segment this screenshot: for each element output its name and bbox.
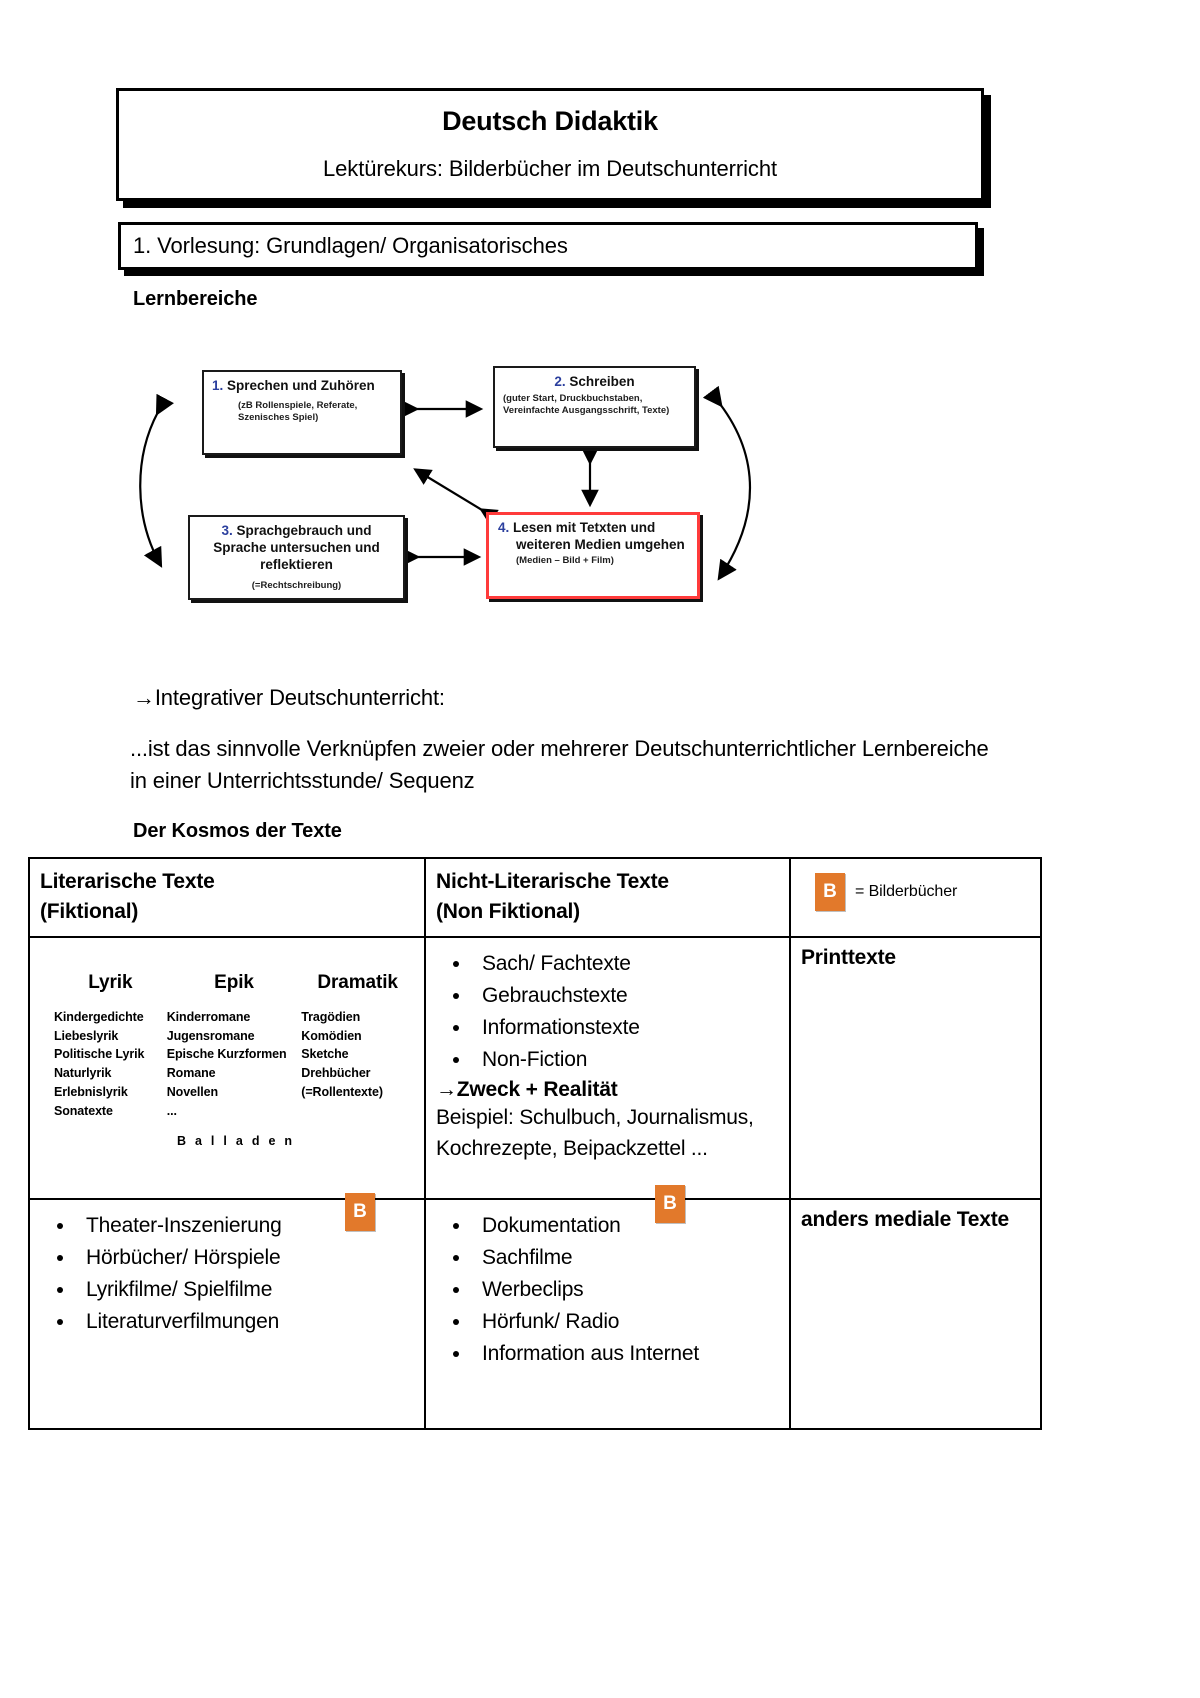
label-anders-mediale-texte: anders mediale Texte bbox=[801, 1207, 1010, 1231]
document-subtitle: Lektürekurs: Bilderbücher im Deutschunte… bbox=[323, 155, 777, 181]
cell-printtexte: Printtexte bbox=[789, 935, 1042, 1200]
genre-title-epik: Epik bbox=[214, 971, 254, 993]
diagram-box-1-title: 1. Sprechen und Zuhören bbox=[212, 378, 392, 395]
badge-bilderbuch-literary: B bbox=[345, 1193, 375, 1231]
section-heading-kosmos: Der Kosmos der Texte bbox=[133, 820, 342, 842]
literary-media-list: Theater-Inszenierung Hörbücher/ Hörspiel… bbox=[40, 1210, 414, 1338]
genre-items-epik: Kinderromane Jugensromane Epische Kurzfo… bbox=[166, 1009, 287, 1118]
kosmos-table: Literarische Texte (Fiktional) Nicht-Lit… bbox=[28, 857, 1042, 1430]
genre-balladen: Balladen bbox=[176, 1134, 302, 1149]
list-item: Lyrikfilme/ Spielfilme bbox=[76, 1274, 414, 1306]
diagram-box-3-title: 3. Sprachgebrauch und Sprache untersuche… bbox=[198, 523, 395, 574]
diagram-arrows bbox=[139, 385, 751, 581]
header-literary-line1: Literarische Texte bbox=[40, 870, 215, 893]
genre-items-dramatik: Tragödien Komödien Sketche Drehbücher (=… bbox=[301, 1009, 383, 1099]
diagram-box-1-number: 1. bbox=[212, 378, 224, 393]
list-item: Werbeclips bbox=[472, 1274, 779, 1306]
list-item: Informationstexte bbox=[472, 1012, 779, 1044]
table-header-row: Literarische Texte (Fiktional) Nicht-Lit… bbox=[28, 857, 1042, 938]
legend-badge-icon: B bbox=[815, 873, 845, 911]
list-item: Literaturverfilmungen bbox=[76, 1306, 414, 1338]
title-box: Deutsch Didaktik Lektürekurs: Bilderbüch… bbox=[116, 88, 984, 202]
lecture-box: 1. Vorlesung: Grundlagen/ Organisatorisc… bbox=[118, 222, 978, 270]
list-item: Hörfunk/ Radio bbox=[472, 1306, 779, 1338]
list-item: Sachfilme bbox=[472, 1242, 779, 1274]
nonfiction-bullet-list: Sach/ Fachtexte Gebrauchstexte Informati… bbox=[436, 948, 779, 1076]
diagram-box-4-title: 4. Lesen mit Tetxten und weiteren Medien… bbox=[496, 520, 690, 554]
header-nonliterary-line1: Nicht-Literarische Texte bbox=[436, 870, 669, 893]
list-item: Hörbücher/ Hörspiele bbox=[76, 1242, 414, 1274]
list-item: Sach/ Fachtexte bbox=[472, 948, 779, 980]
list-item: Non-Fiction bbox=[472, 1044, 779, 1076]
nonliterary-media-list: Dokumentation Sachfilme Werbeclips Hörfu… bbox=[436, 1210, 779, 1370]
lernbereiche-diagram: 1. Sprechen und Zuhören (zB Rollenspiele… bbox=[120, 352, 780, 637]
badge-bilderbuch-nonliterary: B bbox=[655, 1185, 685, 1223]
label-printtexte: Printtexte bbox=[801, 945, 896, 969]
document-title: Deutsch Didaktik bbox=[442, 106, 658, 136]
header-cell-legend: B = Bilderbücher bbox=[789, 857, 1042, 938]
genre-column-epik: Epik Kinderromane Jugensromane Epische K… bbox=[167, 972, 302, 1121]
lecture-title: 1. Vorlesung: Grundlagen/ Organisatorisc… bbox=[133, 233, 568, 258]
genre-column-dramatik: Dramatik Tragödien Komödien Sketche Dreh… bbox=[301, 972, 414, 1121]
diagram-box-2-number: 2. bbox=[554, 374, 566, 389]
cell-nonliterary-print: Sach/ Fachtexte Gebrauchstexte Informati… bbox=[424, 935, 791, 1200]
integrativ-body: ...ist das sinnvolle Verknüpfen zweier o… bbox=[130, 736, 989, 793]
nonfiction-example: Beispiel: Schulbuch, Journalismus, Kochr… bbox=[436, 1105, 754, 1161]
genre-items-lyrik: Kindergedichte Liebeslyrik Politische Ly… bbox=[54, 1009, 145, 1118]
diagram-box-sprechen: 1. Sprechen und Zuhören (zB Rollenspiele… bbox=[202, 370, 402, 455]
nonfiction-lead: →Zweck + Realität bbox=[436, 1077, 618, 1101]
section-heading-lernbereiche: Lernbereiche bbox=[133, 288, 258, 310]
diagram-box-4-label-line2: weiteren Medien umgehen bbox=[516, 536, 685, 552]
diagram-box-1-sub: (zB Rollenspiele, Referate, Szenisches S… bbox=[238, 399, 358, 424]
genre-title-lyrik: Lyrik bbox=[88, 971, 133, 993]
cell-anders-mediale: anders mediale Texte bbox=[789, 1197, 1042, 1430]
diagram-box-2-title: 2. Schreiben bbox=[503, 374, 686, 391]
cell-nonliterary-media: Dokumentation Sachfilme Werbeclips Hörfu… bbox=[424, 1197, 791, 1430]
cell-literary-genres: Lyrik Kindergedichte Liebeslyrik Politis… bbox=[28, 935, 426, 1200]
genre-column-lyrik: Lyrik Kindergedichte Liebeslyrik Politis… bbox=[54, 972, 167, 1121]
header-cell-literary: Literarische Texte (Fiktional) bbox=[28, 857, 426, 938]
table-row-media: Theater-Inszenierung Hörbücher/ Hörspiel… bbox=[28, 1197, 1042, 1430]
integrativ-heading: →Integrativer Deutschunterricht: bbox=[133, 685, 445, 710]
cell-literary-media: Theater-Inszenierung Hörbücher/ Hörspiel… bbox=[28, 1197, 426, 1430]
header-nonliterary-line2: (Non Fiktional) bbox=[436, 900, 580, 924]
diagram-box-lesen-highlighted: 4. Lesen mit Tetxten und weiteren Medien… bbox=[486, 512, 700, 599]
list-item: Information aus Internet bbox=[472, 1338, 779, 1370]
genre-title-dramatik: Dramatik bbox=[317, 971, 398, 993]
diagram-box-4-label-line1: Lesen mit Tetxten und bbox=[513, 520, 656, 535]
diagram-box-2-sub: (guter Start, Druckbuchstaben, Vereinfac… bbox=[503, 392, 670, 417]
diagram-box-3-number: 3. bbox=[221, 523, 233, 538]
diagram-box-4-sub: (Medien – Bild + Film) bbox=[516, 554, 614, 566]
legend-label: = Bilderbücher bbox=[855, 883, 958, 900]
diagram-box-sprachgebrauch: 3. Sprachgebrauch und Sprache untersuche… bbox=[188, 515, 405, 600]
header-cell-nonliterary: Nicht-Literarische Texte (Non Fiktional) bbox=[424, 857, 791, 938]
genre-grid: Lyrik Kindergedichte Liebeslyrik Politis… bbox=[40, 946, 414, 1190]
legend: B = Bilderbücher bbox=[801, 867, 1030, 911]
list-item: Theater-Inszenierung bbox=[76, 1210, 414, 1242]
diagram-box-1-label: Sprechen und Zuhören bbox=[227, 378, 375, 393]
diagram-box-4-number: 4. bbox=[498, 520, 510, 535]
diagram-box-schreiben: 2. Schreiben (guter Start, Druckbuchstab… bbox=[493, 366, 696, 448]
list-item: Gebrauchstexte bbox=[472, 980, 779, 1012]
diagram-box-3-label: Sprachgebrauch und Sprache untersuchen u… bbox=[213, 523, 380, 572]
header-literary-line2: (Fiktional) bbox=[40, 900, 139, 924]
diagram-box-2-label: Schreiben bbox=[569, 374, 635, 389]
diagram-box-3-sub: (=Rechtschreibung) bbox=[251, 579, 342, 591]
genre-columns: Lyrik Kindergedichte Liebeslyrik Politis… bbox=[40, 972, 414, 1121]
table-row-print: Lyrik Kindergedichte Liebeslyrik Politis… bbox=[28, 935, 1042, 1200]
list-item: Dokumentation bbox=[472, 1210, 779, 1242]
